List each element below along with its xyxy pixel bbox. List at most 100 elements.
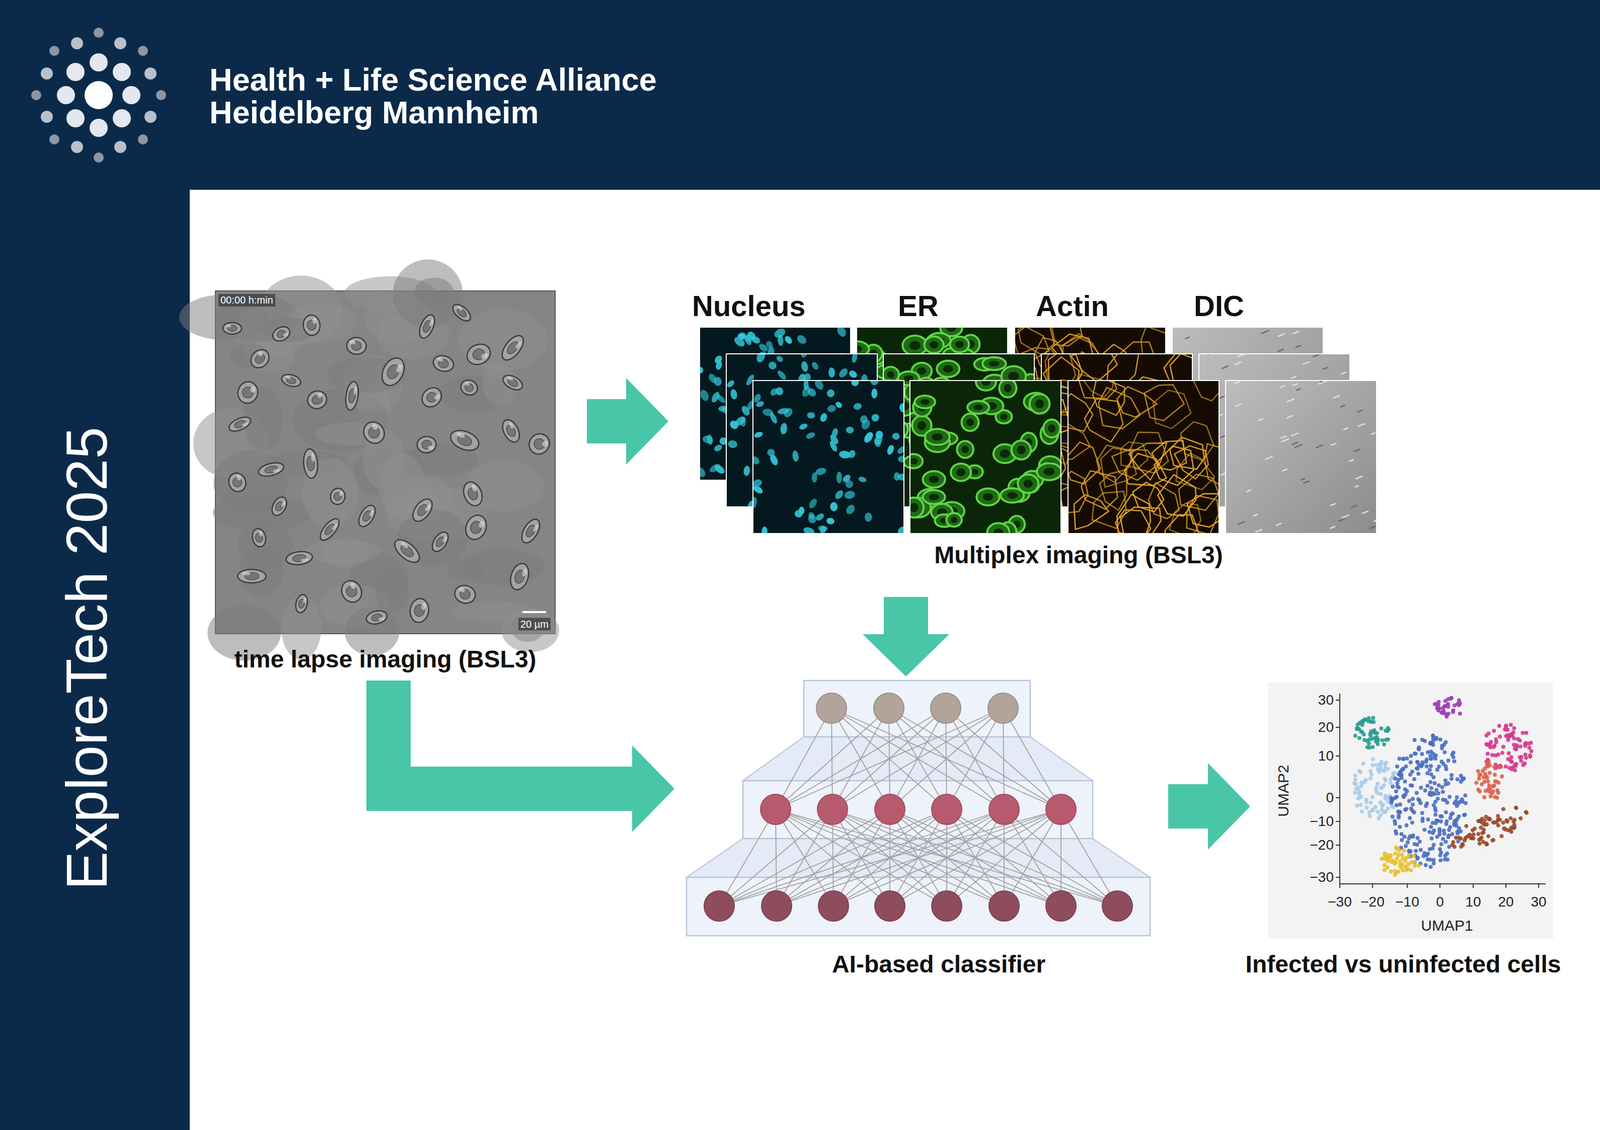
cell-point <box>1428 764 1433 769</box>
weight-line <box>946 809 1118 906</box>
cell-point <box>1438 819 1443 824</box>
cell-point <box>1492 772 1497 777</box>
dic-mark <box>1281 469 1288 472</box>
cell-body <box>449 301 474 324</box>
nucleus-spot <box>898 402 904 414</box>
cell-point <box>1436 764 1441 769</box>
cell-highlight <box>242 571 251 576</box>
cell-point <box>1501 825 1507 832</box>
cell-point <box>1481 826 1487 833</box>
cell-point <box>1480 839 1487 845</box>
cell-point <box>1367 810 1372 815</box>
dic-mark <box>1300 478 1306 481</box>
channel-stack: DIC <box>1193 281 1345 534</box>
cell-body <box>235 378 261 406</box>
cell-point <box>1438 737 1443 742</box>
cell-body <box>250 527 268 549</box>
cell <box>225 470 249 495</box>
channel-label: DIC <box>1193 289 1245 324</box>
cell-point <box>1523 743 1528 748</box>
cell-point <box>1352 781 1357 786</box>
axis-tick: 20 <box>1497 893 1514 910</box>
tick-mark <box>1335 876 1340 878</box>
neuron <box>930 693 961 724</box>
cell-body <box>518 516 544 547</box>
flow-arrow <box>883 596 929 635</box>
cell-highlight <box>455 431 466 439</box>
cell <box>429 529 452 555</box>
flow-arrow <box>388 680 633 789</box>
cell-body <box>285 550 314 567</box>
cell-point <box>1413 751 1418 756</box>
tick-mark <box>1439 883 1441 888</box>
cell <box>416 312 438 341</box>
nucleus-spot <box>800 360 809 373</box>
cell-point <box>1375 790 1380 795</box>
dic-mark <box>1330 503 1336 506</box>
cell-point <box>1369 719 1374 724</box>
cell-point <box>1502 727 1507 732</box>
cell-point <box>1432 781 1437 786</box>
actin-fibre <box>1132 482 1165 512</box>
dic-mark <box>1258 418 1264 421</box>
cell-point <box>1494 779 1499 784</box>
cell-point <box>1366 737 1371 742</box>
axis-title: UMAP1 <box>1420 917 1473 935</box>
cell-point <box>1397 824 1402 829</box>
er-cell <box>1000 488 1024 503</box>
brand-name: Health + Life Science Alliance <box>209 61 657 98</box>
cell-point <box>1370 763 1376 768</box>
cell-highlight <box>478 519 486 529</box>
nucleus-spot <box>752 392 763 404</box>
cell-point <box>1491 728 1496 733</box>
logo-dot <box>49 45 60 56</box>
nucleus-spot <box>742 465 751 477</box>
cell-point <box>1422 827 1427 832</box>
cell-point <box>1487 783 1492 788</box>
er-cell <box>923 471 946 488</box>
nucleus-spot <box>699 365 705 375</box>
cell-point <box>1352 790 1357 795</box>
cell-point <box>1497 734 1502 739</box>
tick-mark <box>1538 883 1540 888</box>
cell-point <box>1507 766 1512 771</box>
nucleus-spot <box>859 414 870 425</box>
dic-mark <box>1275 522 1282 525</box>
cell-point <box>1389 859 1394 864</box>
cell-point <box>1519 754 1524 759</box>
cell-point <box>1452 703 1457 708</box>
weight-line <box>832 809 1118 906</box>
cell-point <box>1368 729 1374 734</box>
cell-point <box>1458 711 1463 716</box>
flow-arrow <box>586 399 627 444</box>
dic-mark <box>1234 381 1240 384</box>
cell-point <box>1396 813 1401 818</box>
cell-body <box>498 332 528 364</box>
cell-highlight <box>464 381 471 387</box>
nucleus-spot <box>753 430 764 439</box>
cell-point <box>1377 816 1382 821</box>
cell-point <box>1513 805 1519 811</box>
cell-point <box>1367 813 1373 818</box>
cell <box>391 535 424 567</box>
cell-point <box>1440 836 1445 842</box>
cell-point <box>1396 777 1401 782</box>
nucleus-spot <box>828 439 839 453</box>
image-frame <box>1068 380 1219 534</box>
er-core <box>1043 468 1055 476</box>
er-core <box>973 404 983 411</box>
nucleus-spot <box>818 524 828 534</box>
cell-point <box>1425 857 1430 862</box>
nucleus-spot <box>885 443 895 456</box>
cell-point <box>1498 833 1505 840</box>
cell-point <box>1402 848 1407 853</box>
axis-tick: −20 <box>1310 836 1335 854</box>
cell-point <box>1524 730 1529 735</box>
er-core <box>981 380 991 386</box>
logo-dot <box>93 152 104 163</box>
logo-dot <box>66 62 85 82</box>
cell-point <box>1443 839 1449 844</box>
cell <box>364 608 389 627</box>
cell-body <box>431 353 456 374</box>
axis-title: UMAP2 <box>1274 764 1293 817</box>
